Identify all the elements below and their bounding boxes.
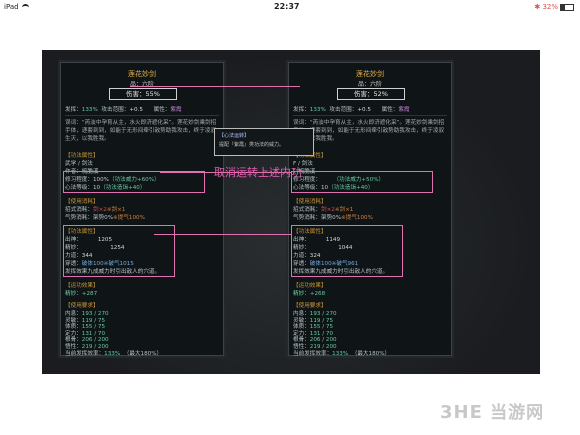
damage-box: 伤害：52% bbox=[337, 88, 405, 100]
requirement-line: 体质：155 / 75 bbox=[65, 324, 106, 330]
requirement-line: 内息：193 / 270 bbox=[293, 311, 337, 317]
martial-type: F / 剑法 bbox=[293, 161, 313, 167]
section-header: 【使用消耗】 bbox=[293, 199, 327, 205]
requirement-line: 定力：131 / 70 bbox=[293, 330, 334, 337]
damage-box: 伤害：55% bbox=[109, 88, 177, 100]
requirement-line: 悟性：219 / 200 bbox=[293, 343, 337, 350]
section-header: 【功法属性】 bbox=[293, 153, 327, 159]
requirement-line: 定力：131 / 70 bbox=[65, 330, 106, 337]
skill-title: 莲花妙剑 bbox=[356, 70, 384, 78]
cost-line: 气势消耗：架势0%※提气100% bbox=[65, 215, 145, 221]
requirement-line: 灵敏：119 / 75 bbox=[293, 317, 334, 324]
bluetooth-icon: ✱ bbox=[534, 3, 543, 11]
attr-line: 力道：344 bbox=[65, 253, 93, 259]
requirement-line: 悟性：219 / 200 bbox=[65, 343, 109, 350]
requirement-line: 根骨：206 / 200 bbox=[65, 337, 109, 343]
section-header: 【使用消耗】 bbox=[65, 199, 99, 205]
skill-rank: 品：六阶 bbox=[129, 81, 154, 88]
wifi-icon bbox=[21, 3, 29, 11]
status-bar: iPad 22:37 ✱ 32% bbox=[0, 0, 580, 14]
stat-line: 发挥：133% 攻击范围：+0.5 属性：紫霞 bbox=[65, 107, 182, 113]
author: ：梳脆溪 bbox=[293, 169, 316, 175]
attr-line: 穿透：破体100※破气961 bbox=[293, 261, 359, 267]
section-header: 【运功效果】 bbox=[293, 283, 327, 289]
skill-description: 误词：“芮淡中孕育从主，水火即济遮化采”。莲花妙剑乘剑招手体，递套到到，如能于无… bbox=[65, 120, 217, 142]
device-label: iPad bbox=[4, 3, 29, 11]
attr-note: 发挥效果九成威力时引出敌人的穴道。 bbox=[293, 269, 389, 275]
skill-description: 误词：“芮淡中孕育从主，水火即济遮化采”。莲花妙剑乘剑招手体，递套到到，如能于无… bbox=[293, 120, 445, 142]
battery-status: ✱ 32% bbox=[534, 3, 574, 11]
annotation-text: 取消运转上述内功 bbox=[214, 166, 302, 179]
cost-line: 气势消耗：架势0%※提气100% bbox=[293, 215, 373, 221]
effect-line: 精妙：+287 bbox=[65, 291, 98, 297]
efficiency-footer: 当前发挥效率：133% （最大180%） bbox=[293, 351, 391, 357]
battery-icon bbox=[560, 3, 574, 11]
attr-line: 力道：324 bbox=[293, 253, 321, 259]
train-level: 修习程度：100%（功法威力+60%） bbox=[65, 177, 160, 183]
section-header: 【功法属性】 bbox=[293, 229, 327, 235]
section-header: 【运功效果】 bbox=[65, 283, 99, 289]
watermark-logo: 3HE 当游网 bbox=[440, 402, 545, 423]
skill-rank: 品：六阶 bbox=[357, 81, 382, 88]
heart-level: 心法等级：10（功法造诣+40） bbox=[65, 185, 146, 191]
train-level: 修习程度： （功法威力+50%） bbox=[293, 177, 385, 183]
tooltip-title: 【心法运转】 bbox=[219, 133, 250, 139]
requirement-line: 内息：193 / 270 bbox=[65, 311, 109, 317]
martial-type: 武学 / 剑法 bbox=[65, 161, 93, 167]
connector-line bbox=[160, 172, 292, 173]
attr-line: 精妙： 1254 bbox=[65, 245, 125, 251]
section-header: 【使用要求】 bbox=[293, 303, 327, 309]
skill-panel-right: 莲花妙剑 品：六阶 伤害：52% 发挥：133% 攻击范围：+0.5 属性：紫霞… bbox=[288, 62, 452, 357]
attr-note: 发挥效果九成威力时引出敌人的穴道。 bbox=[65, 269, 161, 275]
highlight-box bbox=[291, 171, 433, 193]
cost-line: 招式消耗：剑×2※剑×1 bbox=[293, 207, 354, 213]
cost-line: 招式消耗：剑×2※剑×1 bbox=[65, 207, 126, 213]
highlight-box bbox=[291, 225, 403, 277]
section-header: 【功法属性】 bbox=[65, 153, 99, 159]
connector-line bbox=[130, 86, 300, 87]
attr-line: 出神： 1149 bbox=[293, 237, 341, 243]
efficiency-footer: 当前发挥效率：133% （最大180%） bbox=[65, 351, 163, 357]
section-header: 【使用要求】 bbox=[65, 303, 99, 309]
attr-line: 精妙： 1044 bbox=[293, 245, 353, 251]
battery-percent: 32% bbox=[542, 3, 558, 11]
highlight-box bbox=[63, 171, 205, 193]
effect-line: 精妙：+268 bbox=[293, 291, 326, 297]
requirement-line: 灵敏：119 / 75 bbox=[65, 317, 106, 324]
skill-title: 莲花妙剑 bbox=[128, 70, 156, 78]
section-header: 【功法属性】 bbox=[65, 229, 99, 235]
requirement-line: 体质：155 / 75 bbox=[293, 324, 334, 330]
requirement-line: 根骨：206 / 200 bbox=[293, 337, 337, 343]
tooltip-desc: 提配『紫霞』类功法的威力。 bbox=[219, 142, 285, 148]
connector-line bbox=[154, 234, 292, 235]
game-scene: 莲花妙剑 品：六阶 伤害：55% 发挥：133% 攻击范围：+0.5 属性：紫霞… bbox=[42, 50, 540, 374]
clock: 22:37 bbox=[274, 2, 300, 11]
attr-line: 穿透：破体100※破气1015 bbox=[65, 261, 134, 267]
highlight-box bbox=[63, 225, 175, 277]
tooltip-popup: 【心法运转】 提配『紫霞』类功法的威力。 bbox=[214, 128, 314, 156]
heart-level: 心法等级：10（功法造诣+40） bbox=[293, 185, 374, 191]
stat-line: 发挥：133% 攻击范围：+0.5 属性：紫霞 bbox=[293, 107, 410, 113]
attr-line: 出神： 1205 bbox=[65, 237, 113, 243]
author: 作者：梳脆溪 bbox=[65, 169, 99, 175]
skill-panel-left: 莲花妙剑 品：六阶 伤害：55% 发挥：133% 攻击范围：+0.5 属性：紫霞… bbox=[60, 62, 224, 357]
